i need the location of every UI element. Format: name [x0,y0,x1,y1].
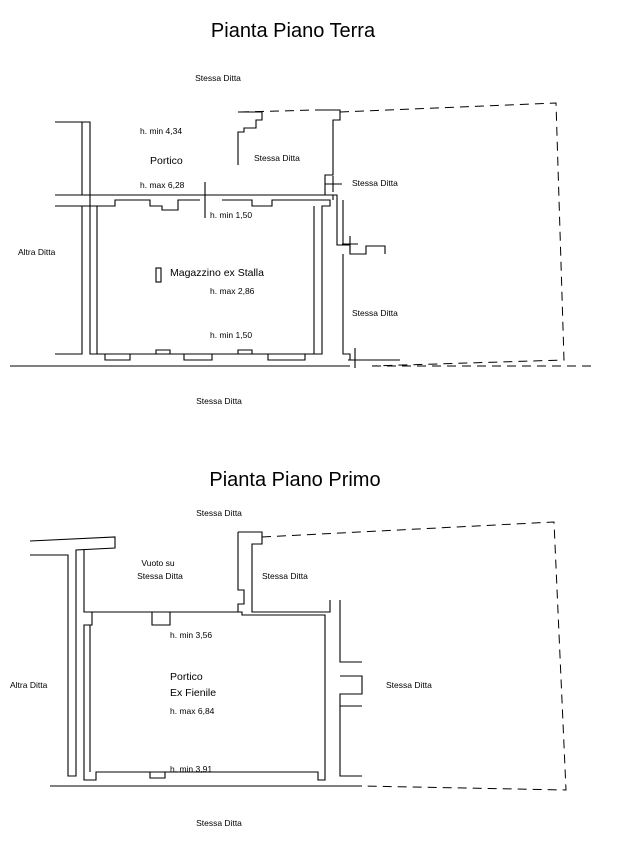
label-neighbor-bottom: Stessa Ditta [196,396,242,406]
right-building-wall [237,531,331,613]
column-marker [198,182,212,218]
label-neighbor-bottom: Stessa Ditta [196,818,242,828]
left-wall [55,121,83,355]
label-neighbor-left: Altra Ditta [18,247,56,257]
label-h-max: h. max 6,84 [170,706,215,716]
label-neighbor-left: Altra Ditta [10,680,48,690]
property-boundary [239,102,565,367]
label-h-min-warehouse: h. min 1,50 [210,330,252,340]
label-h-min-beam: h. min 1,50 [210,210,252,220]
first-floor-title: Pianta Piano Primo [209,469,380,491]
label-neighbor-right-top: Stessa Ditta [262,571,308,581]
left-wall [29,536,116,777]
label-neighbor-top: Stessa Ditta [196,508,242,518]
warehouse-wall [89,195,331,361]
label-ex-barn: Ex Fienile [170,687,216,699]
label-h-max-portico: h. max 6,28 [140,180,185,190]
label-portico: Portico [150,155,183,167]
label-void-line2: Stessa Ditta [137,571,183,581]
label-portico: Portico [170,671,203,683]
label-neighbor-top: Stessa Ditta [195,73,241,83]
hatch-marker [155,267,162,283]
label-neighbor-right-low: Stessa Ditta [352,308,398,318]
label-neighbor-right-top: Stessa Ditta [254,153,300,163]
right-outbuilding-wall [339,600,363,777]
ground-floor-title: Pianta Piano Terra [211,20,376,42]
right-building-wall [237,109,400,361]
label-h-min-top: h. min 3,56 [170,630,212,640]
ground-floor-plan: Pianta Piano Terra Stessa Ditta h. min 4… [10,20,594,406]
first-floor-plan: Pianta Piano Primo Stessa Ditta Vuoto su… [10,469,567,828]
label-warehouse: Magazzino ex Stalla [170,267,264,279]
label-h-min-portico: h. min 4,34 [140,126,182,136]
main-room-wall [83,550,326,781]
property-boundary [261,521,567,791]
label-h-min-bottom: h. min 3,91 [170,764,212,774]
label-neighbor-right: Stessa Ditta [386,680,432,690]
label-neighbor-right-mid: Stessa Ditta [352,178,398,188]
column-marker [325,176,362,368]
label-void-line1: Vuoto su [141,558,175,568]
label-h-max-warehouse: h. max 2,86 [210,286,255,296]
